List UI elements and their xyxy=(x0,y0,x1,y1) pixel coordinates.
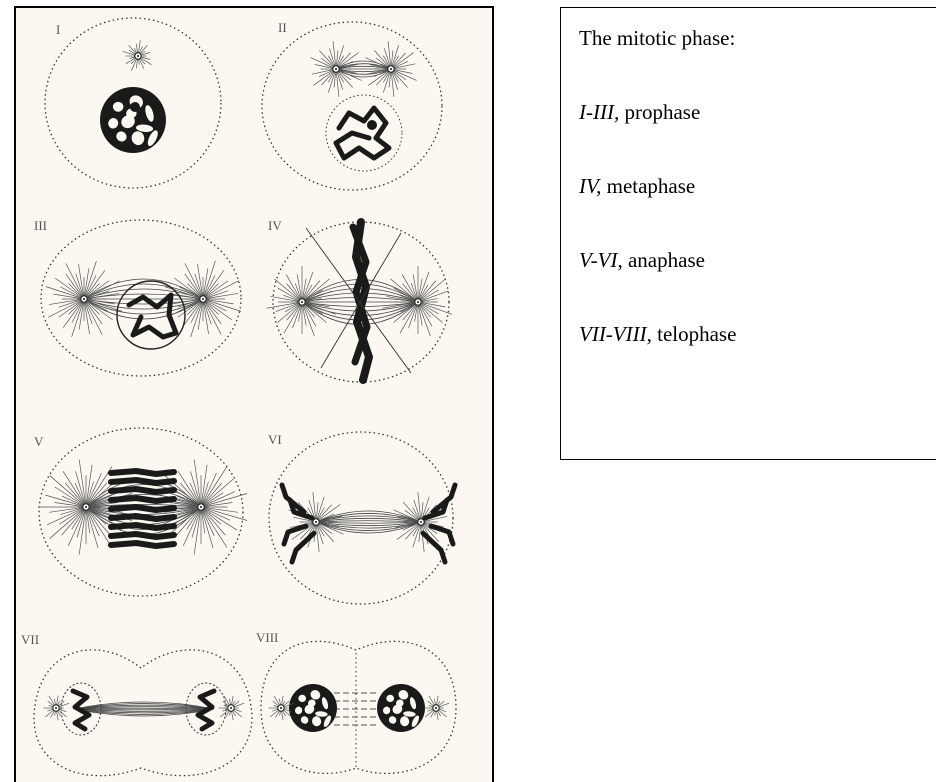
chromosome xyxy=(129,295,176,337)
panel-label: VIII xyxy=(256,630,278,645)
caption-title: The mitotic phase: xyxy=(579,26,735,51)
caption-phase: anaphase xyxy=(628,248,705,272)
nucleus xyxy=(377,684,425,732)
panel-label: VII xyxy=(21,632,39,647)
aster xyxy=(383,266,452,336)
chromosome xyxy=(111,534,174,537)
caption-line-anaphase: V-VI, anaphase xyxy=(579,248,705,273)
aster xyxy=(394,492,449,552)
aster xyxy=(289,492,344,552)
panel-viii: VIII xyxy=(256,630,456,773)
caption-phase: prophase xyxy=(624,100,700,124)
panel-vi: VI xyxy=(268,432,455,604)
caption-line-metaphase: IV, metaphase xyxy=(579,174,695,199)
panel-label: VI xyxy=(268,432,282,447)
chromosome xyxy=(111,525,174,528)
chromosome xyxy=(292,533,314,562)
aster xyxy=(123,40,152,70)
caption-line-telophase: VII-VIII, telophase xyxy=(579,322,736,347)
spindle-fibers xyxy=(74,702,214,716)
chromosome xyxy=(111,471,174,474)
chromosome xyxy=(423,533,445,562)
caption-range: I-III, xyxy=(579,100,619,124)
caption-range: VII-VIII, xyxy=(579,322,652,346)
chromosome xyxy=(111,498,174,501)
panel-label: V xyxy=(34,434,44,449)
panel-i: I xyxy=(45,18,221,188)
caption-box: The mitotic phase: I-III, prophase IV, m… xyxy=(560,7,936,460)
nuclear-envelope xyxy=(326,95,402,171)
panel-label: III xyxy=(34,218,47,233)
caption-phase: telophase xyxy=(657,322,736,346)
chromosome xyxy=(111,480,174,483)
aster xyxy=(219,696,245,720)
panel-label: I xyxy=(56,22,60,37)
chromosome xyxy=(111,516,174,519)
panel-iii: III xyxy=(34,218,241,376)
nucleolus xyxy=(130,102,140,112)
chromosome xyxy=(111,489,174,492)
chromosome xyxy=(111,543,174,546)
panel-iv: IV xyxy=(267,218,452,382)
panel-v: V xyxy=(34,428,247,596)
aster xyxy=(424,696,450,720)
aster xyxy=(44,696,70,720)
nucleus xyxy=(100,87,166,153)
panel-label: II xyxy=(278,20,287,35)
chromosome xyxy=(336,108,389,158)
caption-phase: metaphase xyxy=(607,174,696,198)
cell-membrane xyxy=(262,22,442,190)
caption-range: IV, xyxy=(579,174,601,198)
chromosome xyxy=(111,507,174,510)
nucleus xyxy=(289,684,337,732)
caption-line-prophase: I-III, prophase xyxy=(579,100,700,125)
panel-label: IV xyxy=(268,218,282,233)
panel-ii: II xyxy=(262,20,442,190)
panel-vii: VII xyxy=(21,632,252,776)
caption-range: V-VI, xyxy=(579,248,623,272)
nuclear-envelope xyxy=(117,281,185,349)
nucleolus xyxy=(367,120,377,130)
